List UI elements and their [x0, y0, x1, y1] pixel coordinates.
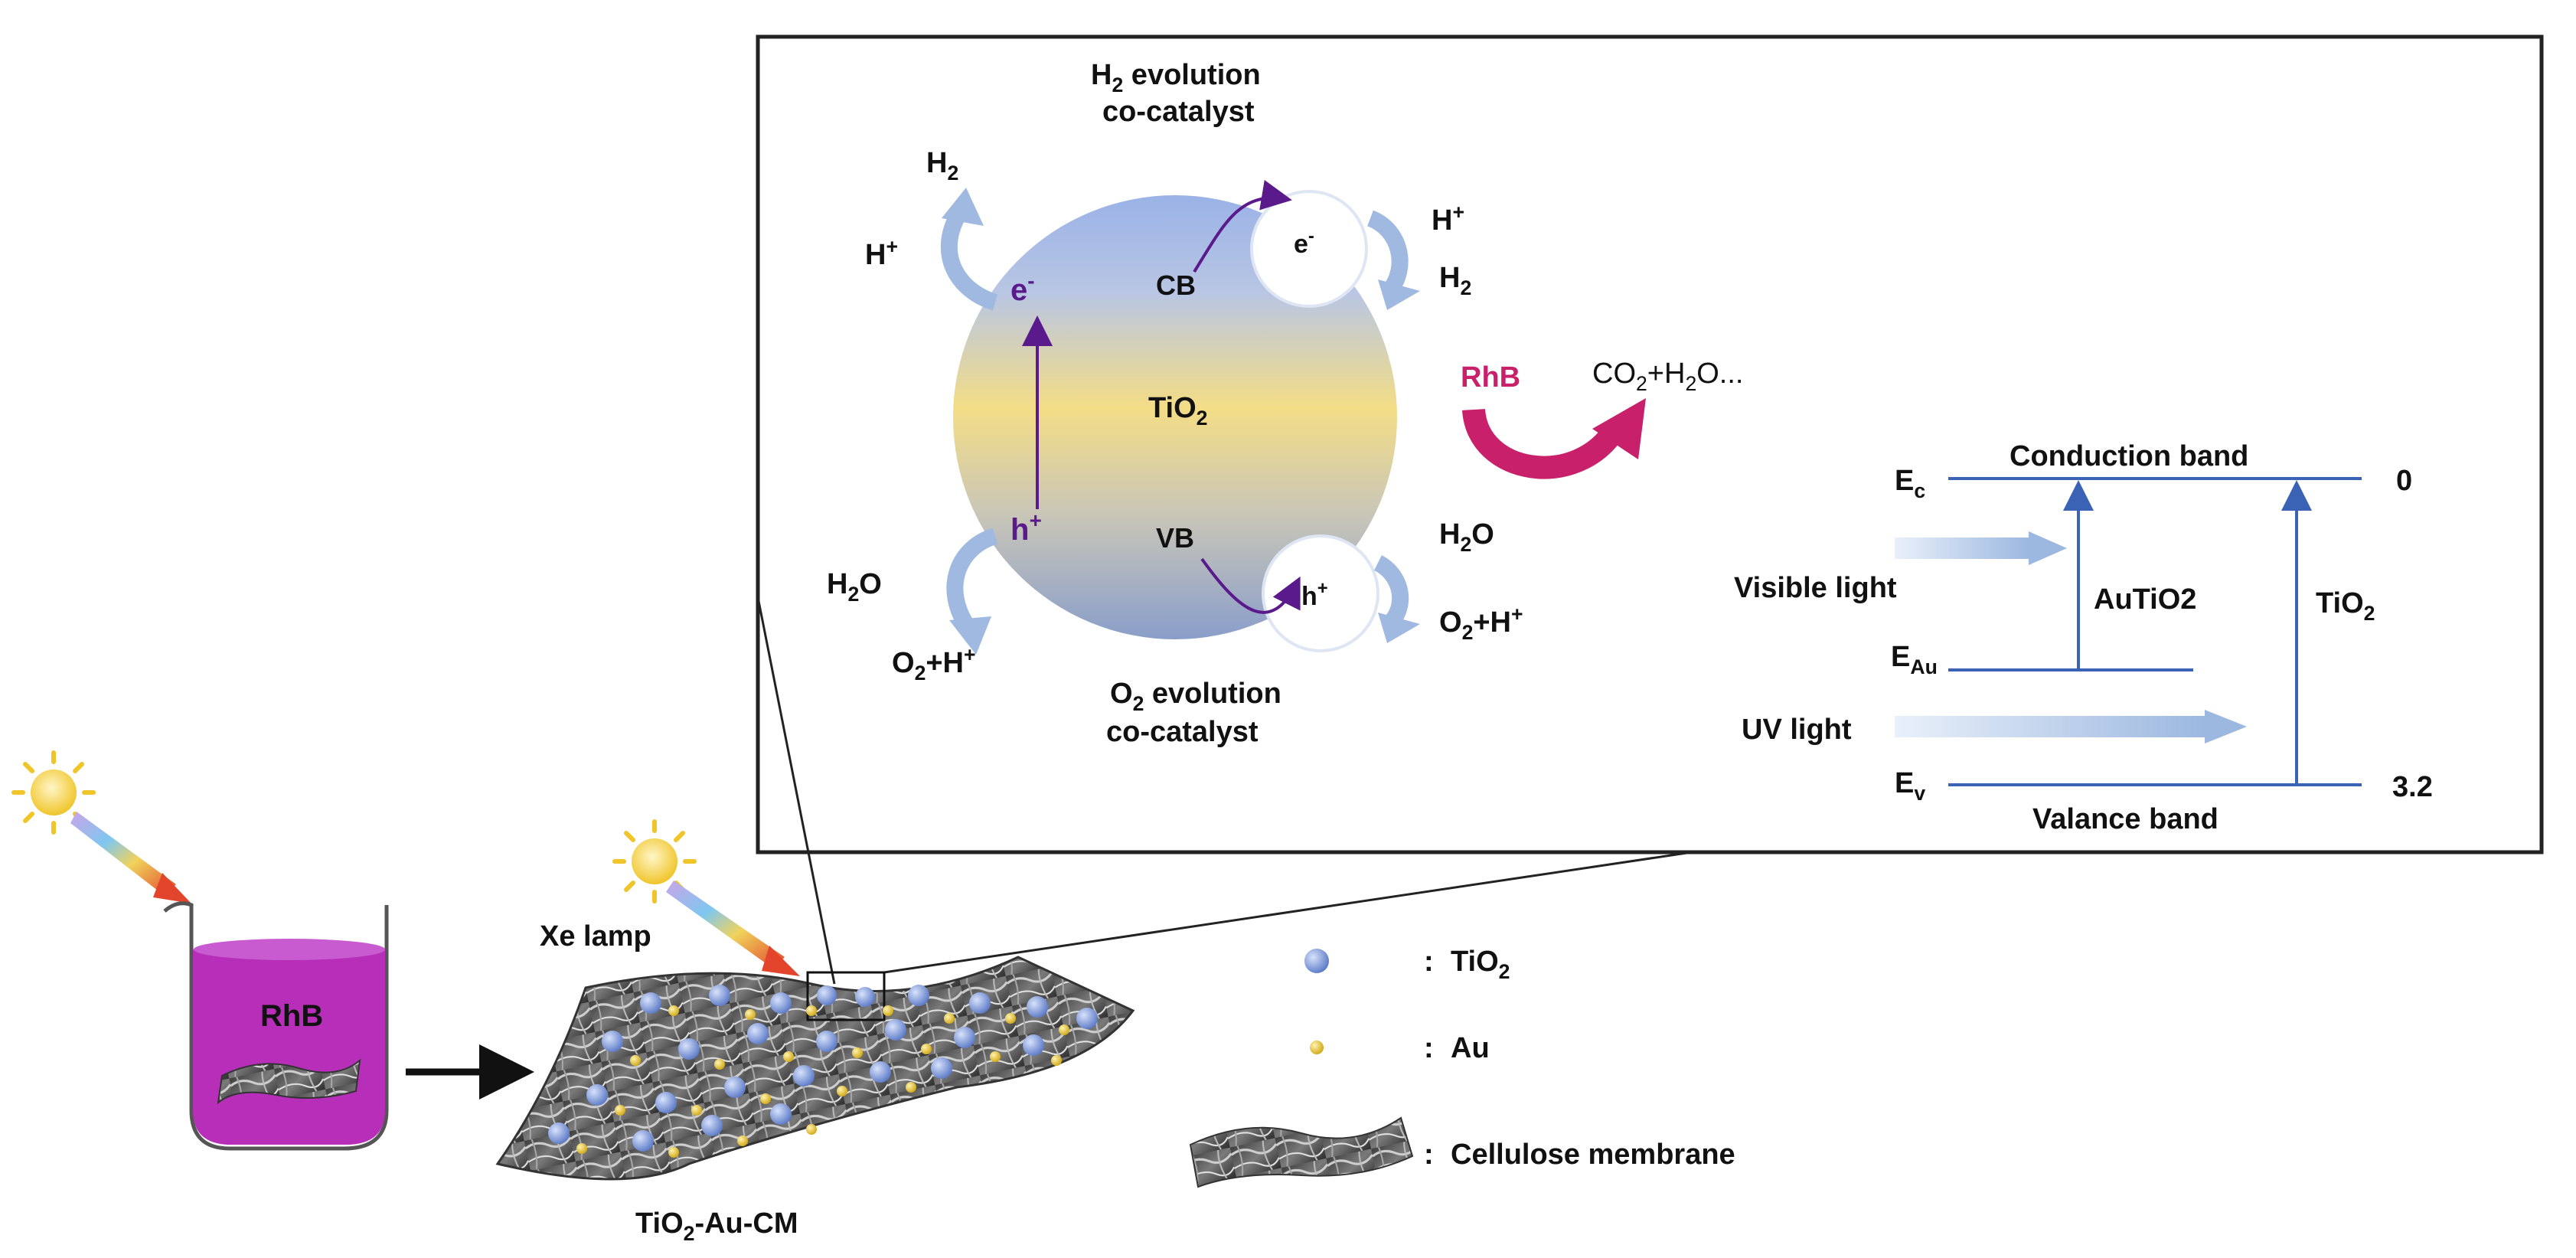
vb-label: VB [1156, 522, 1194, 554]
uv-light-beam-head [2205, 710, 2247, 743]
rhb-degradation-arrowhead [1592, 398, 1646, 459]
membrane-particles [548, 985, 1098, 1158]
product-label: TiO2-Au-CM [635, 1207, 798, 1245]
zoom-line-left [756, 596, 836, 985]
zoom-selection-box [806, 971, 886, 1021]
tio2-band-label: TiO2 [2316, 587, 2375, 625]
visible-light-beam [1895, 538, 2029, 559]
band-diagram [1895, 477, 2362, 786]
ev-label: Ev [1895, 767, 1925, 805]
h2o-right-label: H2O [1439, 518, 1494, 556]
sphere-label: TiO2 [1148, 392, 1207, 430]
o2h-right-label: O2+H+ [1439, 603, 1523, 644]
products-label: CO2+H2O... [1592, 358, 1743, 395]
zero-level-label: 0 [2396, 465, 2412, 497]
tio2-au-membrane [495, 956, 1135, 1181]
o2-left-arrowhead [949, 616, 991, 655]
electron-transfer-arrow [1193, 180, 1292, 273]
h2-left-arrowhead [942, 188, 984, 226]
legend-tio2-icon [1304, 949, 1329, 973]
xe-lamp-label: Xe lamp [540, 920, 651, 952]
legend-tio2-label: TiO2 [1451, 946, 1510, 983]
beaker-liquid [193, 943, 385, 1145]
o2-cocatalyst-label-line2: co-catalyst [1106, 716, 1259, 748]
rhb-degradation-arrow [1462, 408, 1625, 479]
membrane-icon [1189, 1116, 1414, 1188]
lamp-light-beam-tip [762, 946, 800, 976]
light-beam-icon [70, 812, 176, 896]
visible-light-beam-head [2029, 531, 2067, 565]
h2-left-label: H2 [926, 147, 958, 185]
legend-au-icon [1310, 1041, 1324, 1054]
o2-left-arrow [946, 528, 998, 633]
h2-cocatalyst-label-line2: co-catalyst [1102, 96, 1255, 128]
o2-right-arrowhead [1378, 613, 1420, 643]
legend-au-colon: : [1424, 1032, 1434, 1064]
o2h-left-label: O2+H+ [892, 643, 976, 685]
beaker-icon [163, 901, 389, 1151]
h2-cocatalyst-label: H2 evolution [1091, 59, 1261, 96]
autio2-label: AuTiO2 [2094, 583, 2196, 616]
ec-label: Ec [1895, 465, 1925, 502]
h2-right-arrow [1366, 210, 1409, 297]
beaker-membrane [217, 1058, 361, 1105]
valance-band-label: Valance band [2032, 803, 2218, 835]
o2-cocatalyst-label: O2 evolution [1110, 678, 1281, 715]
uv-light-beam [1895, 716, 2205, 737]
tio2-sphere-group [953, 190, 1397, 652]
eau-label: EAu [1891, 641, 1938, 678]
hole-cocatalyst-label: h+ [1301, 578, 1328, 611]
electron-cocatalyst-label: e- [1294, 226, 1314, 259]
hole-transfer-arrow [1200, 557, 1301, 614]
gap-value-label: 3.2 [2392, 771, 2433, 803]
hole-label: h+ [1010, 508, 1042, 547]
zoom-line-right [883, 851, 1693, 974]
h2-right-label: H2 [1439, 262, 1471, 299]
visible-light-label: Visible light [1734, 572, 1897, 604]
electron-label: e- [1010, 269, 1035, 307]
legend-au-label: Au [1451, 1032, 1490, 1064]
legend: : TiO2 : Au : Cellulose membrane [1189, 946, 1735, 1188]
sun-icon-lamp [612, 819, 697, 903]
cb-label: CB [1156, 270, 1196, 301]
light-beam-tip [153, 873, 191, 903]
h2-cocatalyst-particle [1250, 190, 1368, 308]
uv-light-label: UV light [1742, 714, 1852, 746]
legend-membrane-colon: : [1424, 1139, 1434, 1171]
hplus-left-label: H+ [865, 235, 898, 271]
h2o-left-label: H2O [827, 568, 882, 606]
h2-left-arrow [940, 206, 998, 311]
hplus-right-label: H+ [1432, 201, 1464, 237]
beaker-label: RhB [260, 999, 323, 1033]
tio2-sphere [953, 195, 1397, 639]
o2-cocatalyst-particle [1262, 534, 1379, 652]
lamp-light-beam-icon [666, 881, 785, 969]
rhb-degradation-label: RhB [1461, 361, 1520, 394]
legend-tio2-colon: : [1424, 946, 1434, 978]
h2-right-arrowhead [1378, 279, 1420, 310]
conduction-band-label: Conduction band [2010, 440, 2248, 472]
legend-membrane-label: Cellulose membrane [1451, 1139, 1735, 1171]
